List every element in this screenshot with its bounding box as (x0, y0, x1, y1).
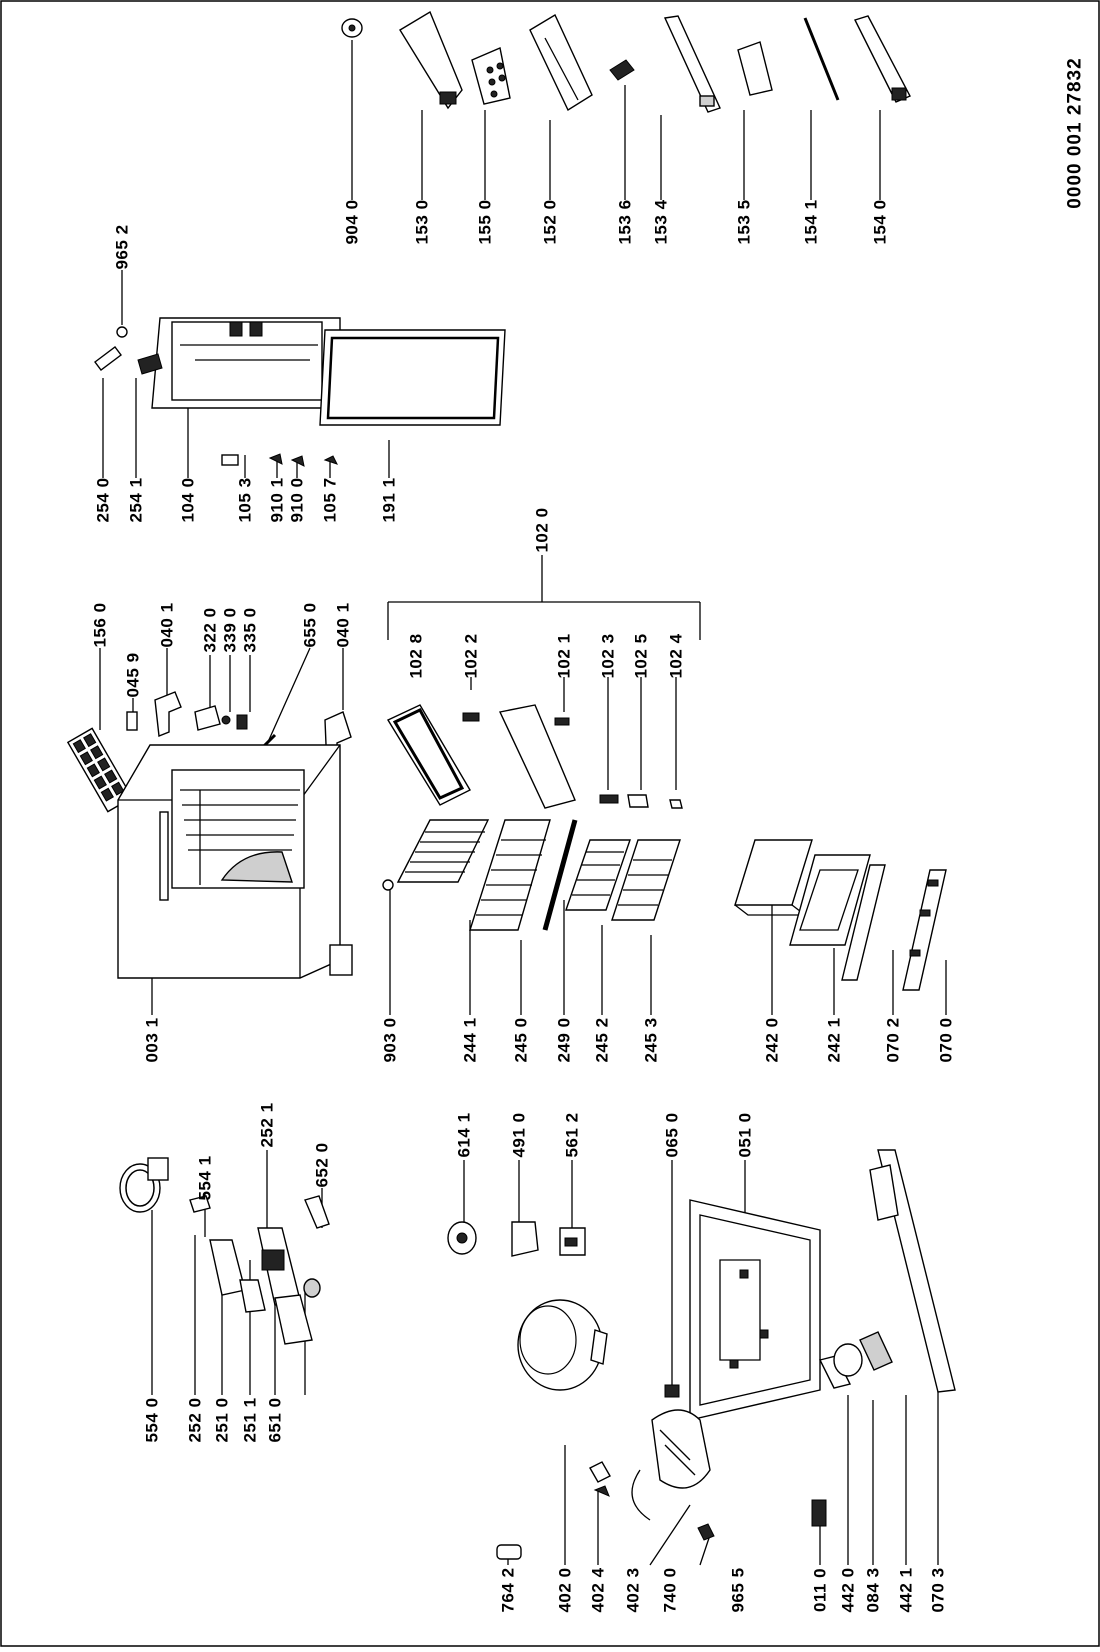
label-105-3: 105 3 (235, 477, 255, 523)
label-102-8: 102 8 (406, 633, 426, 679)
label-155-0: 155 0 (475, 199, 495, 245)
fridge-door (151, 317, 506, 426)
label-153-5: 153 5 (734, 199, 754, 245)
label-554-1: 554 1 (195, 1155, 215, 1201)
label-322-0: 322 0 (200, 607, 220, 653)
label-910-1: 910 1 (267, 477, 287, 523)
label-651-0: 651 0 (265, 1397, 285, 1443)
door-bins (341, 10, 911, 113)
label-561-2: 561 2 (562, 1112, 582, 1158)
label-251-1: 251 1 (240, 1397, 260, 1443)
part-903-0 (382, 879, 394, 891)
label-065-0: 065 0 (662, 1112, 682, 1158)
label-070-2: 070 2 (883, 1017, 903, 1063)
label-045-9: 045 9 (123, 652, 143, 698)
label-104-0: 104 0 (178, 477, 198, 523)
label-245-0: 245 0 (511, 1017, 531, 1063)
document-number: 0000 001 27832 (1064, 57, 1086, 209)
label-254-1: 254 1 (126, 477, 146, 523)
label-965-5: 965 5 (728, 1567, 748, 1613)
label-442-0: 442 0 (838, 1567, 858, 1613)
label-242-0: 242 0 (762, 1017, 782, 1063)
label-102-3: 102 3 (598, 633, 618, 679)
label-191-1: 191 1 (379, 477, 399, 523)
cabinet-body (117, 744, 353, 979)
label-491-0: 491 0 (509, 1112, 529, 1158)
label-153-6: 153 6 (615, 199, 635, 245)
label-153-0: 153 0 (412, 199, 432, 245)
label-156-0: 156 0 (90, 602, 110, 648)
electrical-parts (447, 1221, 680, 1398)
label-402-0: 402 0 (555, 1567, 575, 1613)
label-252-1: 252 1 (257, 1102, 277, 1148)
label-070-0: 070 0 (936, 1017, 956, 1063)
compressor (496, 1299, 715, 1560)
label-003-1: 003 1 (142, 1017, 162, 1063)
base-parts (811, 1149, 956, 1527)
label-102-5: 102 5 (631, 633, 651, 679)
shelves (396, 819, 681, 931)
control-parts (119, 1157, 330, 1345)
label-652-0: 652 0 (312, 1142, 332, 1188)
crisper-drawers (734, 839, 947, 991)
label-402-3: 402 3 (623, 1567, 643, 1613)
label-251-0: 251 0 (212, 1397, 232, 1443)
label-335-0: 335 0 (240, 607, 260, 653)
label-903-0: 903 0 (380, 1017, 400, 1063)
label-614-1: 614 1 (454, 1112, 474, 1158)
freezer-door-parts (386, 704, 683, 809)
label-245-3: 245 3 (641, 1017, 661, 1063)
label-339-0: 339 0 (220, 607, 240, 653)
label-040-1-upper: 040 1 (157, 602, 177, 648)
label-242-1: 242 1 (824, 1017, 844, 1063)
label-105-7: 105 7 (320, 477, 340, 523)
label-910-0: 910 0 (287, 477, 307, 523)
label-655-0: 655 0 (300, 602, 320, 648)
label-764-2: 764 2 (498, 1567, 518, 1613)
label-102-0: 102 0 (532, 507, 552, 553)
label-051-0: 051 0 (735, 1112, 755, 1158)
door-small-parts (94, 326, 338, 467)
label-102-1: 102 1 (554, 633, 574, 679)
label-040-1-lower: 040 1 (333, 602, 353, 648)
compressor-tray (689, 1199, 821, 1421)
label-154-0: 154 0 (870, 199, 890, 245)
label-244-1: 244 1 (460, 1017, 480, 1063)
label-554-0: 554 0 (142, 1397, 162, 1443)
label-249-0: 249 0 (554, 1017, 574, 1063)
label-152-0: 152 0 (540, 199, 560, 245)
label-245-2: 245 2 (592, 1017, 612, 1063)
label-442-1: 442 1 (896, 1567, 916, 1613)
label-084-3: 084 3 (863, 1567, 883, 1613)
label-154-1: 154 1 (801, 199, 821, 245)
leader-lines (99, 40, 947, 1566)
label-102-4: 102 4 (666, 633, 686, 679)
label-011-0: 011 0 (810, 1567, 830, 1613)
label-153-4: 153 4 (651, 199, 671, 245)
label-904-0: 904 0 (342, 199, 362, 245)
label-965-2: 965 2 (112, 224, 132, 270)
label-740-0: 740 0 (660, 1567, 680, 1613)
label-254-0: 254 0 (93, 477, 113, 523)
label-252-0: 252 0 (185, 1397, 205, 1443)
label-402-4: 402 4 (588, 1567, 608, 1613)
label-102-2: 102 2 (461, 633, 481, 679)
label-070-3: 070 3 (928, 1567, 948, 1613)
